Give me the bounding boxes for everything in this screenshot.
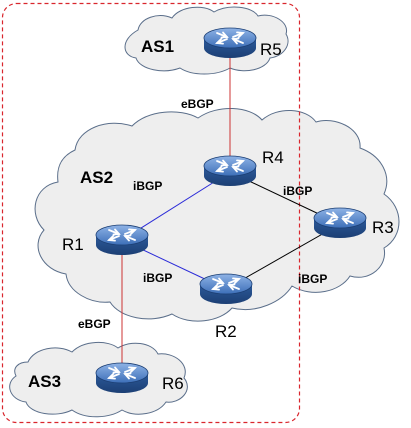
as2-cloud (34, 107, 400, 322)
link-label-r2-r3: iBGP (298, 272, 327, 286)
router-label-r3: R3 (372, 218, 394, 237)
router-label-r6: R6 (162, 374, 184, 393)
as2-boundary (1, 2, 301, 424)
router-label-r2: R2 (215, 322, 237, 341)
router-icon-r5 (203, 27, 257, 59)
router-label-r1: R1 (62, 235, 84, 254)
link-label-r5-r4: eBGP (181, 97, 214, 111)
link-label-r1-r2: iBGP (143, 271, 172, 285)
link-label-r4-r3: iBGP (283, 184, 312, 198)
router-label-r5: R5 (260, 40, 282, 59)
router-icon-r6 (95, 362, 149, 394)
router-icon-r1 (95, 224, 149, 256)
router-icon-r3 (313, 207, 367, 239)
link-label-r1-r4: iBGP (133, 179, 162, 193)
link-label-r1-r6: eBGP (78, 317, 111, 331)
as3-label: AS3 (28, 372, 61, 391)
router-icon-r2 (199, 273, 253, 305)
as2-label: AS2 (80, 168, 113, 187)
router-icon-r4 (203, 155, 257, 187)
as1-label: AS1 (141, 37, 174, 56)
router-label-r4: R4 (262, 148, 284, 167)
